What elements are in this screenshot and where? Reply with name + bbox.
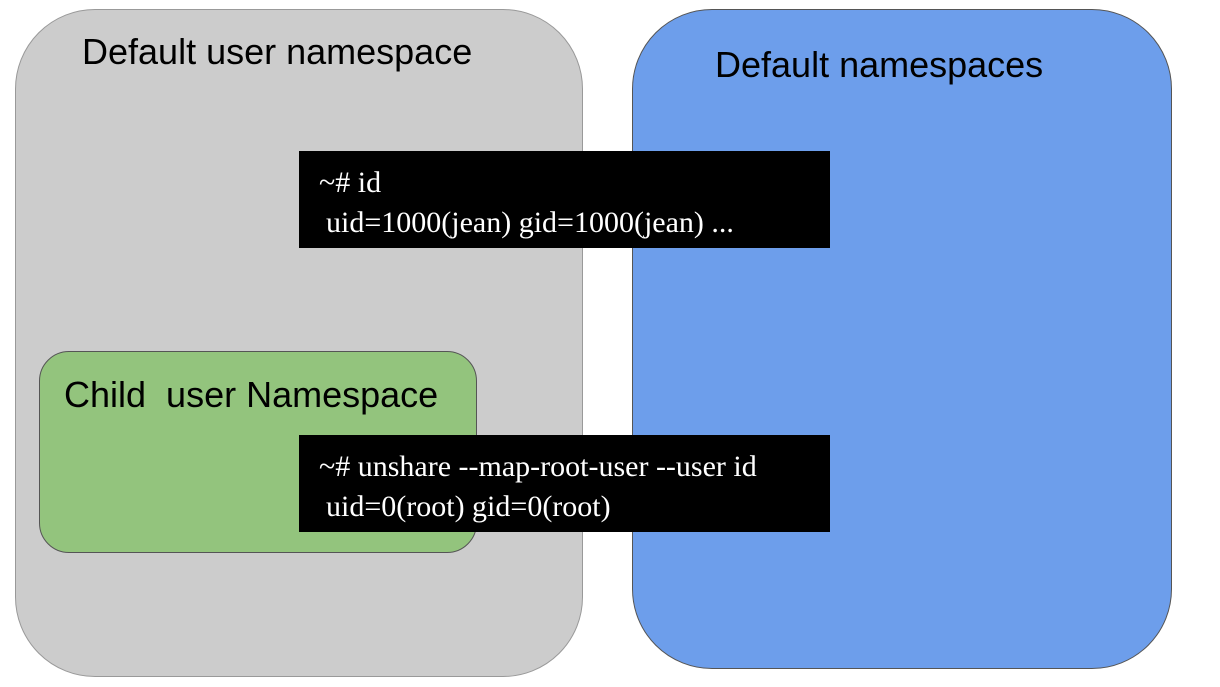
default-namespaces-label: Default namespaces [715, 44, 1044, 85]
terminal-output: uid=0(root) gid=0(root) [326, 490, 611, 523]
terminal-id-default: ~# id uid=1000(jean) gid=1000(jean) ... [299, 151, 830, 248]
terminal-output: uid=1000(jean) gid=1000(jean) ... [326, 206, 734, 239]
terminal-command: ~# unshare --map-root-user --user id [319, 450, 757, 483]
default-user-namespace-region [15, 9, 583, 677]
terminal-command: ~# id [319, 166, 382, 199]
default-namespaces-region [632, 9, 1172, 669]
child-user-namespace-label: Child user Namespace [64, 374, 439, 415]
default-user-namespace-label: Default user namespace [82, 31, 473, 72]
terminal-id-child: ~# unshare --map-root-user --user id uid… [299, 435, 830, 532]
